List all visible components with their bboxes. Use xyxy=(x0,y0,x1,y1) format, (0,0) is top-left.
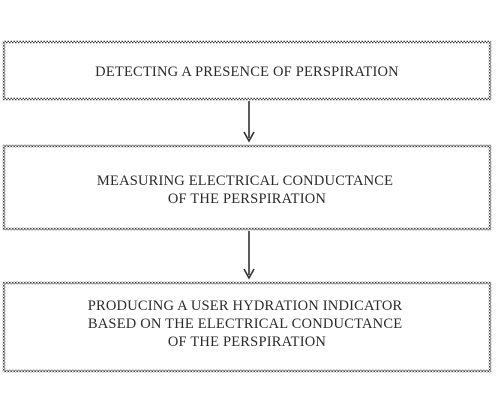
flow-arrow-2-head xyxy=(243,268,255,280)
flow-arrow-1 xyxy=(243,101,255,143)
step-box-3-border xyxy=(2,281,492,373)
flow-arrow-2 xyxy=(243,231,255,280)
step-1-text: DETECTING A PRESENCE OF PERSPIRATION xyxy=(95,64,399,80)
step-3-text: PRODUCING A USER HYDRATION INDICATOR BAS… xyxy=(88,298,407,350)
step-box-2-border xyxy=(2,144,492,231)
step-3-line-2: BASED ON THE ELECTRICAL CONDUCTANCE xyxy=(88,316,402,332)
step-box-detect-perspiration: DETECTING A PRESENCE OF PERSPIRATION xyxy=(2,40,492,101)
step-1-line-1: DETECTING A PRESENCE OF PERSPIRATION xyxy=(95,64,399,80)
step-2-text: MEASURING ELECTRICAL CONDUCTANCE OF THE … xyxy=(97,173,397,207)
step-2-line-2: OF THE PERSPIRATION xyxy=(168,191,327,207)
step-box-1-border xyxy=(2,40,492,101)
step-3-line-3: OF THE PERSPIRATION xyxy=(168,334,327,350)
step-2-line-1: MEASURING ELECTRICAL CONDUCTANCE xyxy=(97,173,393,189)
step-box-measure-conductance: MEASURING ELECTRICAL CONDUCTANCE OF THE … xyxy=(2,144,492,231)
flow-arrow-1-head xyxy=(243,131,255,143)
step-3-line-1: PRODUCING A USER HYDRATION INDICATOR xyxy=(88,298,403,314)
step-box-produce-hydration-indicator: PRODUCING A USER HYDRATION INDICATOR BAS… xyxy=(2,281,492,373)
